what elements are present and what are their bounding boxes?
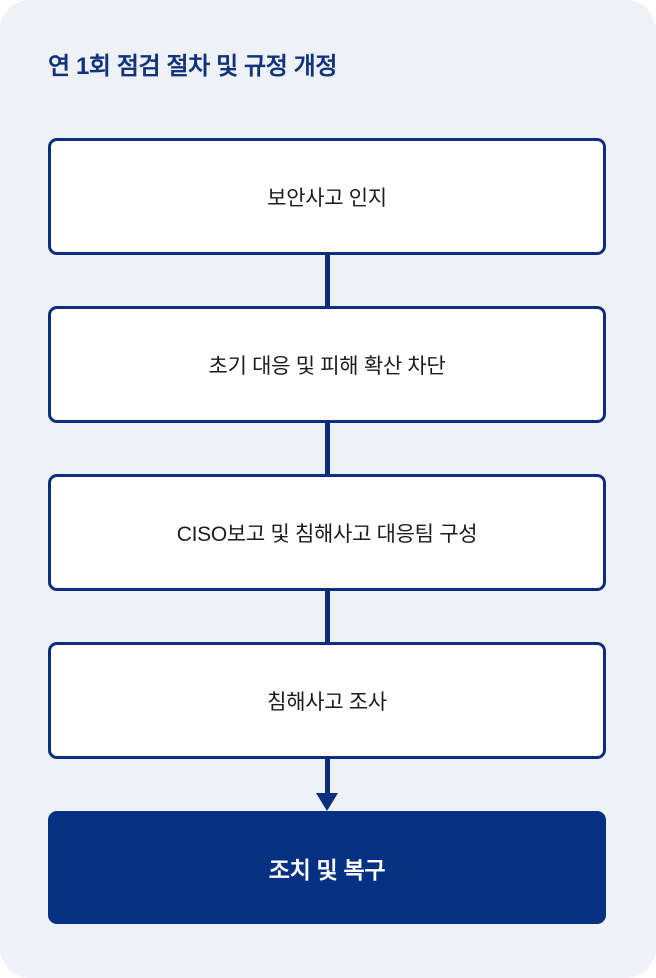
flow-node-5[interactable]: 조치 및 복구 [48,811,606,924]
flow-node-4-label: 침해사고 조사 [267,690,387,714]
flow-node-1-label: 보안사고 인지 [267,186,387,210]
flow-node-1[interactable]: 보안사고 인지 [48,138,606,255]
flowchart: 보안사고 인지 초기 대응 및 피해 확산 차단 CISO보고 및 침해사고 대… [48,138,606,924]
flow-node-3[interactable]: CISO보고 및 침해사고 대응팀 구성 [48,474,606,591]
flow-node-2[interactable]: 초기 대응 및 피해 확산 차단 [48,306,606,423]
arrow-down-icon [316,793,338,811]
connector-line-icon [324,423,330,474]
flow-node-2-label: 초기 대응 및 피해 확산 차단 [208,354,446,378]
flow-node-4[interactable]: 침해사고 조사 [48,642,606,759]
page-title: 연 1회 점검 절차 및 규정 개정 [48,53,338,80]
connector-line-icon [324,591,330,642]
flow-connector-2 [48,423,606,474]
connector-line-icon [324,255,330,306]
connector-line-icon [324,759,330,795]
flow-node-3-label: CISO보고 및 침해사고 대응팀 구성 [176,522,478,546]
flow-connector-4 [48,759,606,811]
flow-connector-3 [48,591,606,642]
flow-connector-1 [48,255,606,306]
flow-node-5-label: 조치 및 복구 [268,856,386,883]
